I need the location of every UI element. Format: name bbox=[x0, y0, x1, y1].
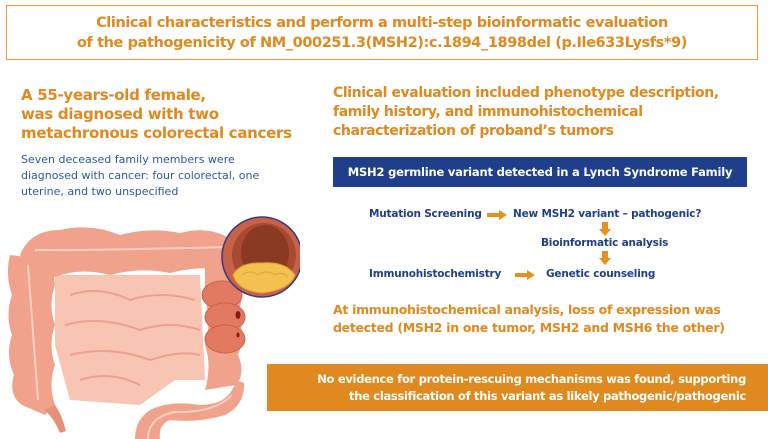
arrow-down-icon bbox=[599, 222, 611, 236]
ihc-result-line: At immunohistochemical analysis, loss of… bbox=[333, 302, 721, 317]
patient-heading-line: A 55-years-old female, bbox=[21, 86, 206, 104]
sigmoid-rectum bbox=[135, 380, 245, 439]
title-line-2: of the pathogenicity of NM_000251.3(MSH2… bbox=[76, 34, 687, 51]
tumor-marker bbox=[235, 311, 241, 319]
small-intestine bbox=[55, 275, 205, 405]
ihc-result-text: At immunohistochemical analysis, loss of… bbox=[333, 301, 765, 337]
clinical-evaluation-line: characterization of proband’s tumors bbox=[333, 123, 614, 139]
title-box: Clinical characteristics and perform a m… bbox=[6, 5, 758, 60]
patient-heading: A 55-years-old female, was diagnosed wit… bbox=[21, 86, 292, 143]
clinical-evaluation-heading: Clinical evaluation included phenotype d… bbox=[333, 84, 765, 141]
ihc-result-line: detected (MSH2 in one tumor, MSH2 and MS… bbox=[333, 320, 725, 335]
conclusion-box: No evidence for protein-rescuing mechani… bbox=[267, 364, 768, 411]
appendix bbox=[45, 405, 66, 433]
flow-immunohistochemistry: Immunohistochemistry bbox=[369, 268, 502, 280]
flow-mutation-screening: Mutation Screening bbox=[369, 208, 482, 220]
patient-heading-line: was diagnosed with two bbox=[21, 105, 219, 123]
conclusion-line: No evidence for protein-rescuing mechani… bbox=[317, 371, 746, 386]
family-history-line: diagnosed with cancer: four colorectal, … bbox=[21, 169, 260, 182]
conclusion-line: the classification of this variant as li… bbox=[349, 388, 746, 403]
magnified-lumen bbox=[221, 216, 300, 298]
clinical-evaluation-line: Clinical evaluation included phenotype d… bbox=[333, 85, 719, 101]
flow-new-variant: New MSH2 variant – pathogenic? bbox=[513, 208, 702, 220]
family-history-line: Seven deceased family members were bbox=[21, 153, 235, 166]
flow-genetic-counseling: Genetic counseling bbox=[546, 268, 656, 280]
ascending-colon bbox=[7, 255, 55, 415]
tumor-marker bbox=[236, 332, 240, 338]
family-history-line: uterine, and two unspecified bbox=[21, 185, 179, 198]
arrow-right-icon bbox=[515, 270, 535, 280]
patient-heading-line: metachronous colorectal cancers bbox=[21, 124, 292, 142]
flow-bioinformatic: Bioinformatic analysis bbox=[541, 237, 669, 249]
msh2-banner: MSH2 germline variant detected in a Lync… bbox=[333, 157, 747, 187]
transverse-colon bbox=[20, 227, 232, 277]
arrow-right-icon bbox=[487, 210, 507, 220]
title-line-1: Clinical characteristics and perform a m… bbox=[96, 14, 668, 31]
clinical-evaluation-line: family history, and immunohistochemical bbox=[333, 104, 643, 120]
family-history-text: Seven deceased family members were diagn… bbox=[21, 152, 321, 200]
colon-illustration-icon bbox=[7, 216, 300, 439]
arrow-down-icon bbox=[599, 251, 611, 265]
